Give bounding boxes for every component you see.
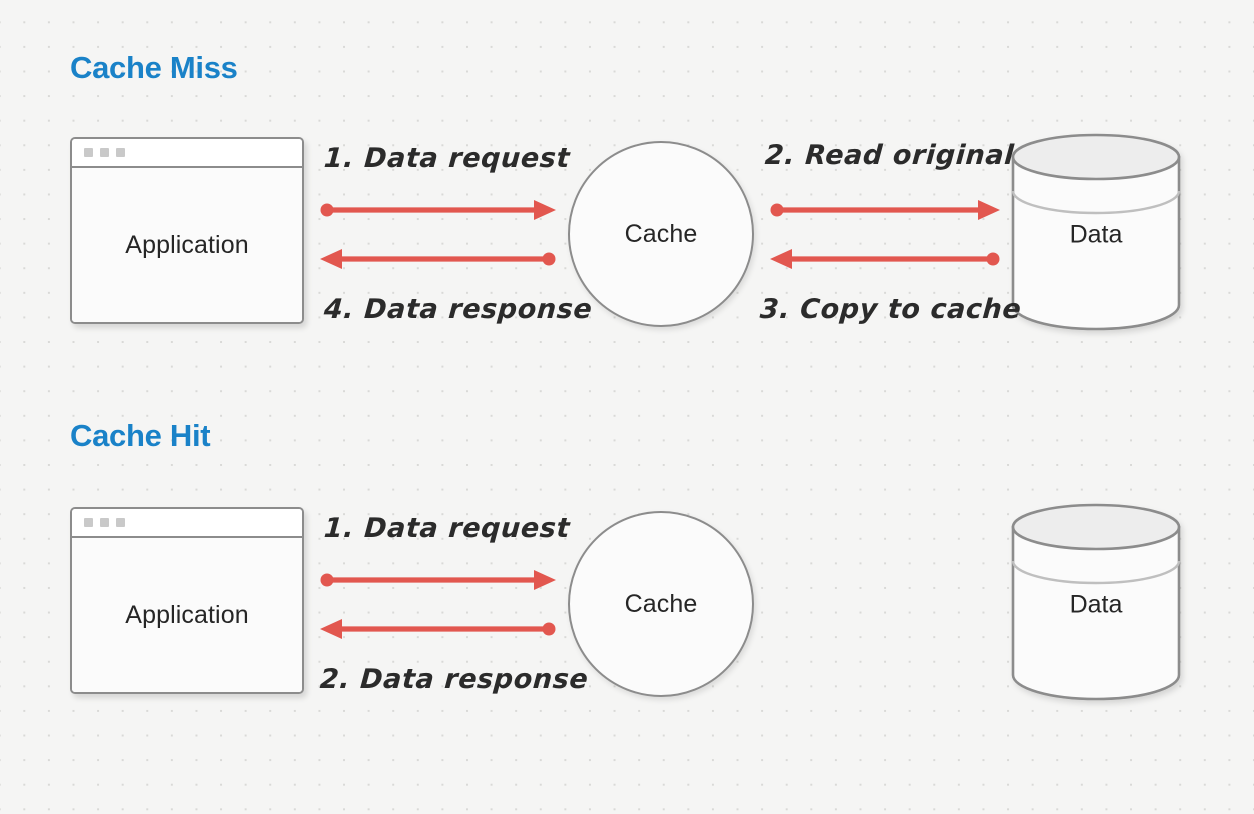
step-label-3-copy-to-cache-miss: 3. Copy to cache	[758, 294, 1023, 325]
step-label-4-data-response-miss: 4. Data response	[322, 294, 594, 325]
window-dot-icon	[84, 518, 93, 527]
arrow-cache-to-application-hit	[320, 618, 556, 640]
step-label-2-data-response-hit: 2. Data response	[318, 664, 590, 695]
application-node-cache-hit[interactable]: Application	[70, 507, 304, 694]
section-title-cache-miss: Cache Miss	[70, 50, 238, 85]
window-dot-icon	[100, 148, 109, 157]
database-cylinder-icon	[1011, 503, 1181, 701]
application-node-cache-miss[interactable]: Application	[70, 137, 304, 324]
data-label: Data	[1069, 220, 1123, 249]
step-label-1-data-request-hit: 1. Data request	[322, 513, 572, 544]
window-dot-icon	[116, 148, 125, 157]
arrow-cache-to-application-miss	[320, 248, 556, 270]
window-titlebar	[72, 139, 302, 168]
section-title-cache-hit: Cache Hit	[70, 418, 211, 453]
data-node-cache-hit[interactable]: Data	[1010, 503, 1182, 701]
arrow-application-to-cache-miss	[320, 199, 556, 221]
application-label: Application	[125, 230, 249, 259]
data-node-cache-miss[interactable]: Data	[1010, 133, 1182, 331]
window-titlebar	[72, 509, 302, 538]
window-body: Application	[72, 538, 302, 692]
cache-node-cache-hit[interactable]: Cache	[568, 511, 754, 697]
window-dot-icon	[100, 518, 109, 527]
cache-node-cache-miss[interactable]: Cache	[568, 141, 754, 327]
arrow-data-to-cache-miss	[770, 248, 1000, 270]
database-cylinder-icon	[1011, 133, 1181, 331]
arrow-cache-to-data-miss	[770, 199, 1000, 221]
step-label-2-read-original-miss: 2. Read original	[763, 140, 1016, 171]
arrow-application-to-cache-hit	[320, 569, 556, 591]
data-label: Data	[1069, 590, 1123, 619]
window-dot-icon	[116, 518, 125, 527]
step-label-1-data-request-miss: 1. Data request	[322, 143, 572, 174]
window-dot-icon	[84, 148, 93, 157]
cache-label: Cache	[624, 219, 698, 248]
cache-label: Cache	[624, 589, 698, 618]
application-label: Application	[125, 600, 249, 629]
window-body: Application	[72, 168, 302, 322]
